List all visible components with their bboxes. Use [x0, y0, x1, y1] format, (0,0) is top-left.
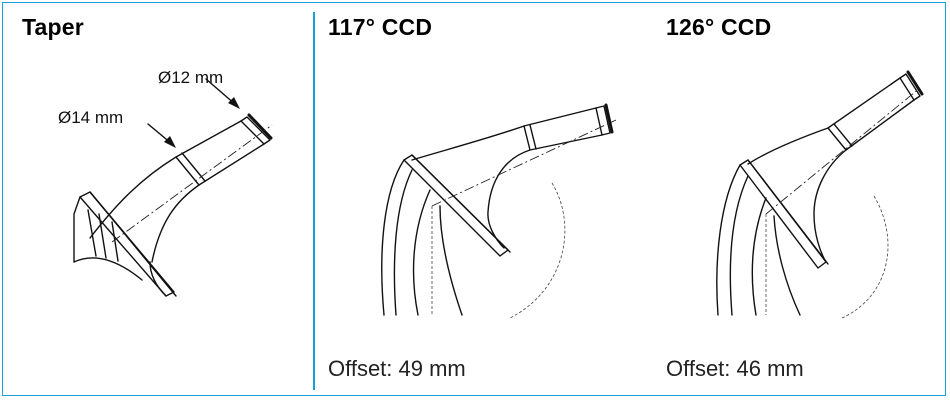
- ccd126-title: 126° CCD: [666, 14, 772, 40]
- ccd117-title: 117° CCD: [328, 14, 433, 40]
- ccd117-stem-drawing: [381, 103, 617, 319]
- figure-frame: [2, 2, 946, 396]
- taper-dimension-14mm: Ø14 mm: [58, 108, 124, 127]
- ccd126-offset-label: Offset: 46 mm: [666, 356, 804, 381]
- taper-title: Taper: [22, 14, 84, 40]
- taper-stem-drawing: [73, 78, 273, 297]
- taper-dimension-12mm: Ø12 mm: [158, 68, 224, 87]
- ccd117-offset-label: Offset: 49 mm: [328, 356, 466, 381]
- panel-divider: [313, 12, 315, 390]
- ccd126-stem-drawing: [716, 70, 924, 319]
